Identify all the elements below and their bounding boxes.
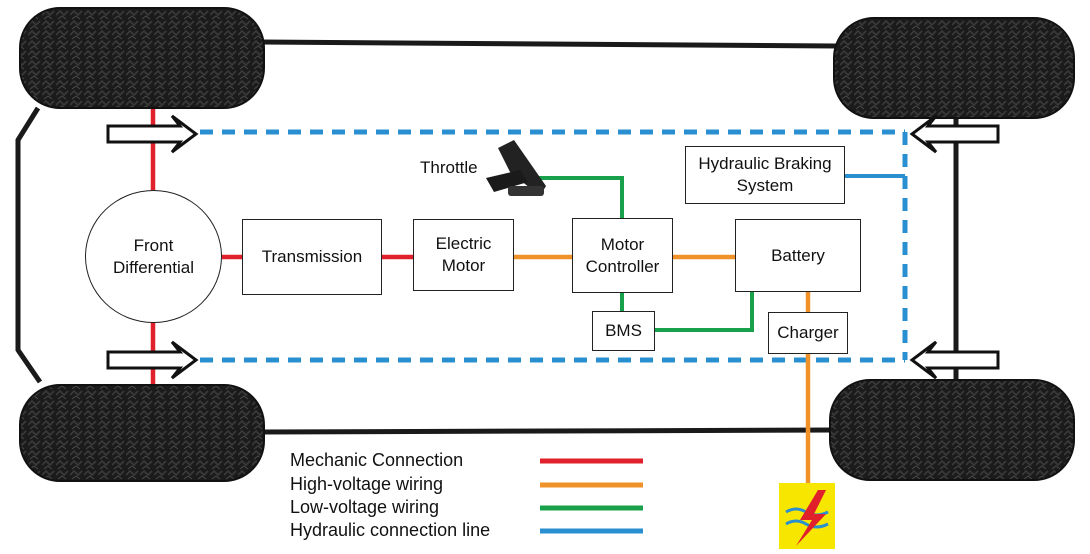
power-source-icon [779,483,835,549]
brake-arrow-icon [909,114,1000,154]
low-voltage-wiring [520,176,754,332]
hydraulic-lines [200,129,908,363]
bms-box: BMS [592,311,655,351]
motor-controller-box: Motor Controller [572,218,673,293]
throttle-pedal-icon [486,140,546,196]
tire-rear-right [829,379,1075,481]
legend-high-voltage: High-voltage wiring [290,474,444,494]
tire-front-right [19,384,265,482]
battery-box: Battery [735,219,861,292]
brake-arrow-icon [909,340,1000,380]
legend-hydraulic: Hydraulic connection line [290,520,491,540]
transmission-box: Transmission [242,219,382,295]
tire-rear-left [833,17,1075,119]
brake-arrow-icon [106,340,199,380]
front-differential: Front Differential [85,190,222,323]
tire-front-left [19,7,265,109]
chassis-frame [15,39,959,435]
high-voltage-wiring [514,254,811,485]
hydraulic-braking-box: Hydraulic Braking System [685,146,845,204]
charger-box: Charger [768,312,848,354]
brake-arrow-icon [106,114,199,154]
legend-mechanic: Mechanic Connection [290,450,464,470]
throttle-label: Throttle [420,158,478,177]
legend-lines [540,458,643,534]
electric-motor-box: Electric Motor [413,219,514,291]
legend-low-voltage: Low-voltage wiring [290,497,440,517]
